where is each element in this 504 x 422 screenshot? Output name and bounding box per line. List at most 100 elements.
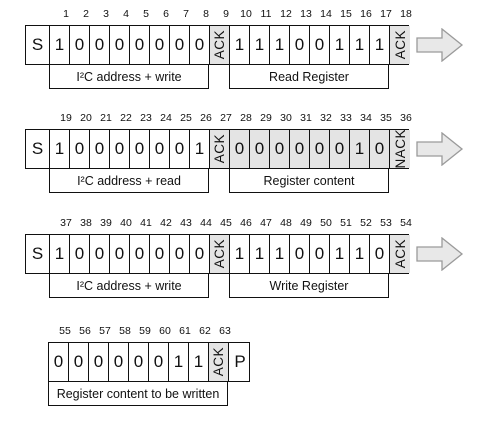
bit-index: 9 [223,8,229,20]
bit-value: 0 [274,139,285,158]
bit-cell: 0 [149,343,169,381]
bit-value: 1 [374,35,385,54]
bit-index: 24 [160,112,172,124]
bit-value: 0 [53,352,64,371]
bit-index: 47 [260,217,272,229]
bit-index: 50 [320,217,332,229]
right-arrow-icon [416,237,464,271]
bit-value: 1 [354,244,365,263]
ack-label: ACK [212,30,227,60]
bit-cell: 0 [290,130,310,168]
bit-cell: 0 [150,235,170,273]
bit-index: 44 [200,217,212,229]
bit-cell: 0 [90,235,110,273]
bit-cell: 0 [310,26,330,64]
bit-value: 1 [54,35,65,54]
bit-value: P [234,352,246,371]
bit-value: 0 [94,244,105,263]
bit-index: 19 [60,112,72,124]
bit-value: 0 [134,244,145,263]
bit-index: 63 [219,325,231,337]
bit-cell: 0 [130,235,150,273]
bit-index: 48 [280,217,292,229]
bit-value: 0 [334,139,345,158]
bit-value: 1 [354,35,365,54]
bit-value: S [31,139,44,158]
bit-value: 1 [234,244,245,263]
ack-bit: ACK [209,343,229,381]
bit-index: 61 [179,325,191,337]
bit-index: 59 [139,325,151,337]
bit-value: 0 [294,244,305,263]
bit-index: 29 [260,112,272,124]
right-arrow-icon [416,132,464,166]
ack-bit: ACK [210,130,230,168]
bit-cell: 1 [169,343,189,381]
bit-value: 1 [193,352,204,371]
bit-index: 12 [280,8,292,20]
bit-index: 39 [100,217,112,229]
bit-index: 34 [360,112,372,124]
bit-index: 13 [300,8,312,20]
bit-index: 52 [360,217,372,229]
bit-cell: 0 [90,130,110,168]
bit-cell: 1 [270,235,290,273]
bit-cell: 1 [190,130,210,168]
bit-index: 21 [100,112,112,124]
bit-value: 1 [254,35,265,54]
bit-index: 3 [103,8,109,20]
bit-value: 1 [334,35,345,54]
bit-index: 26 [200,112,212,124]
bit-cell: 0 [310,235,330,273]
address-field-label: I²C address + read [49,169,209,193]
bit-cell: 1 [50,130,70,168]
bit-value: 1 [334,244,345,263]
bit-value: 1 [173,352,184,371]
bit-cell: 1 [350,26,370,64]
data-field-label: Write Register [229,274,389,298]
bit-cell: 1 [330,235,350,273]
bit-index: 14 [320,8,332,20]
bit-value: 1 [54,244,65,263]
bit-value: 0 [314,139,325,158]
bit-index: 36 [400,112,412,124]
bit-index: 53 [380,217,392,229]
ack-bit: ACK [390,26,410,64]
ack-label: ACK [392,30,408,60]
bit-cell: 0 [89,343,109,381]
bit-index: 33 [340,112,352,124]
bit-index: 17 [380,8,392,20]
bit-value: 1 [254,244,265,263]
ack-label: ACK [392,239,408,269]
bit-value: 0 [133,352,144,371]
bit-index: 7 [183,8,189,20]
bit-cell: 0 [330,130,350,168]
nack-bit: NACK [390,129,410,169]
bit-cell: 1 [370,26,390,64]
bit-value: 0 [134,35,145,54]
bit-index: 40 [120,217,132,229]
bit-cell: 1 [250,26,270,64]
bit-index: 37 [60,217,72,229]
bit-value: S [31,35,44,54]
bit-index: 15 [340,8,352,20]
data-field-label: Register content to be written [48,382,228,406]
bit-value: 0 [294,139,305,158]
bit-cell: 0 [270,130,290,168]
bit-value: 1 [234,35,245,54]
start-bit: S [26,130,50,168]
bit-cell: 0 [70,26,90,64]
bit-value: 0 [114,139,125,158]
address-field-label: I²C address + write [49,65,209,89]
bit-value: 0 [74,244,85,263]
ack-label: ACK [211,347,226,377]
bit-value: 0 [94,139,105,158]
bit-index: 57 [99,325,111,337]
bit-index: 45 [220,217,232,229]
bit-value: 0 [174,139,185,158]
bit-value: 0 [374,139,385,158]
bit-cell: 1 [350,235,370,273]
